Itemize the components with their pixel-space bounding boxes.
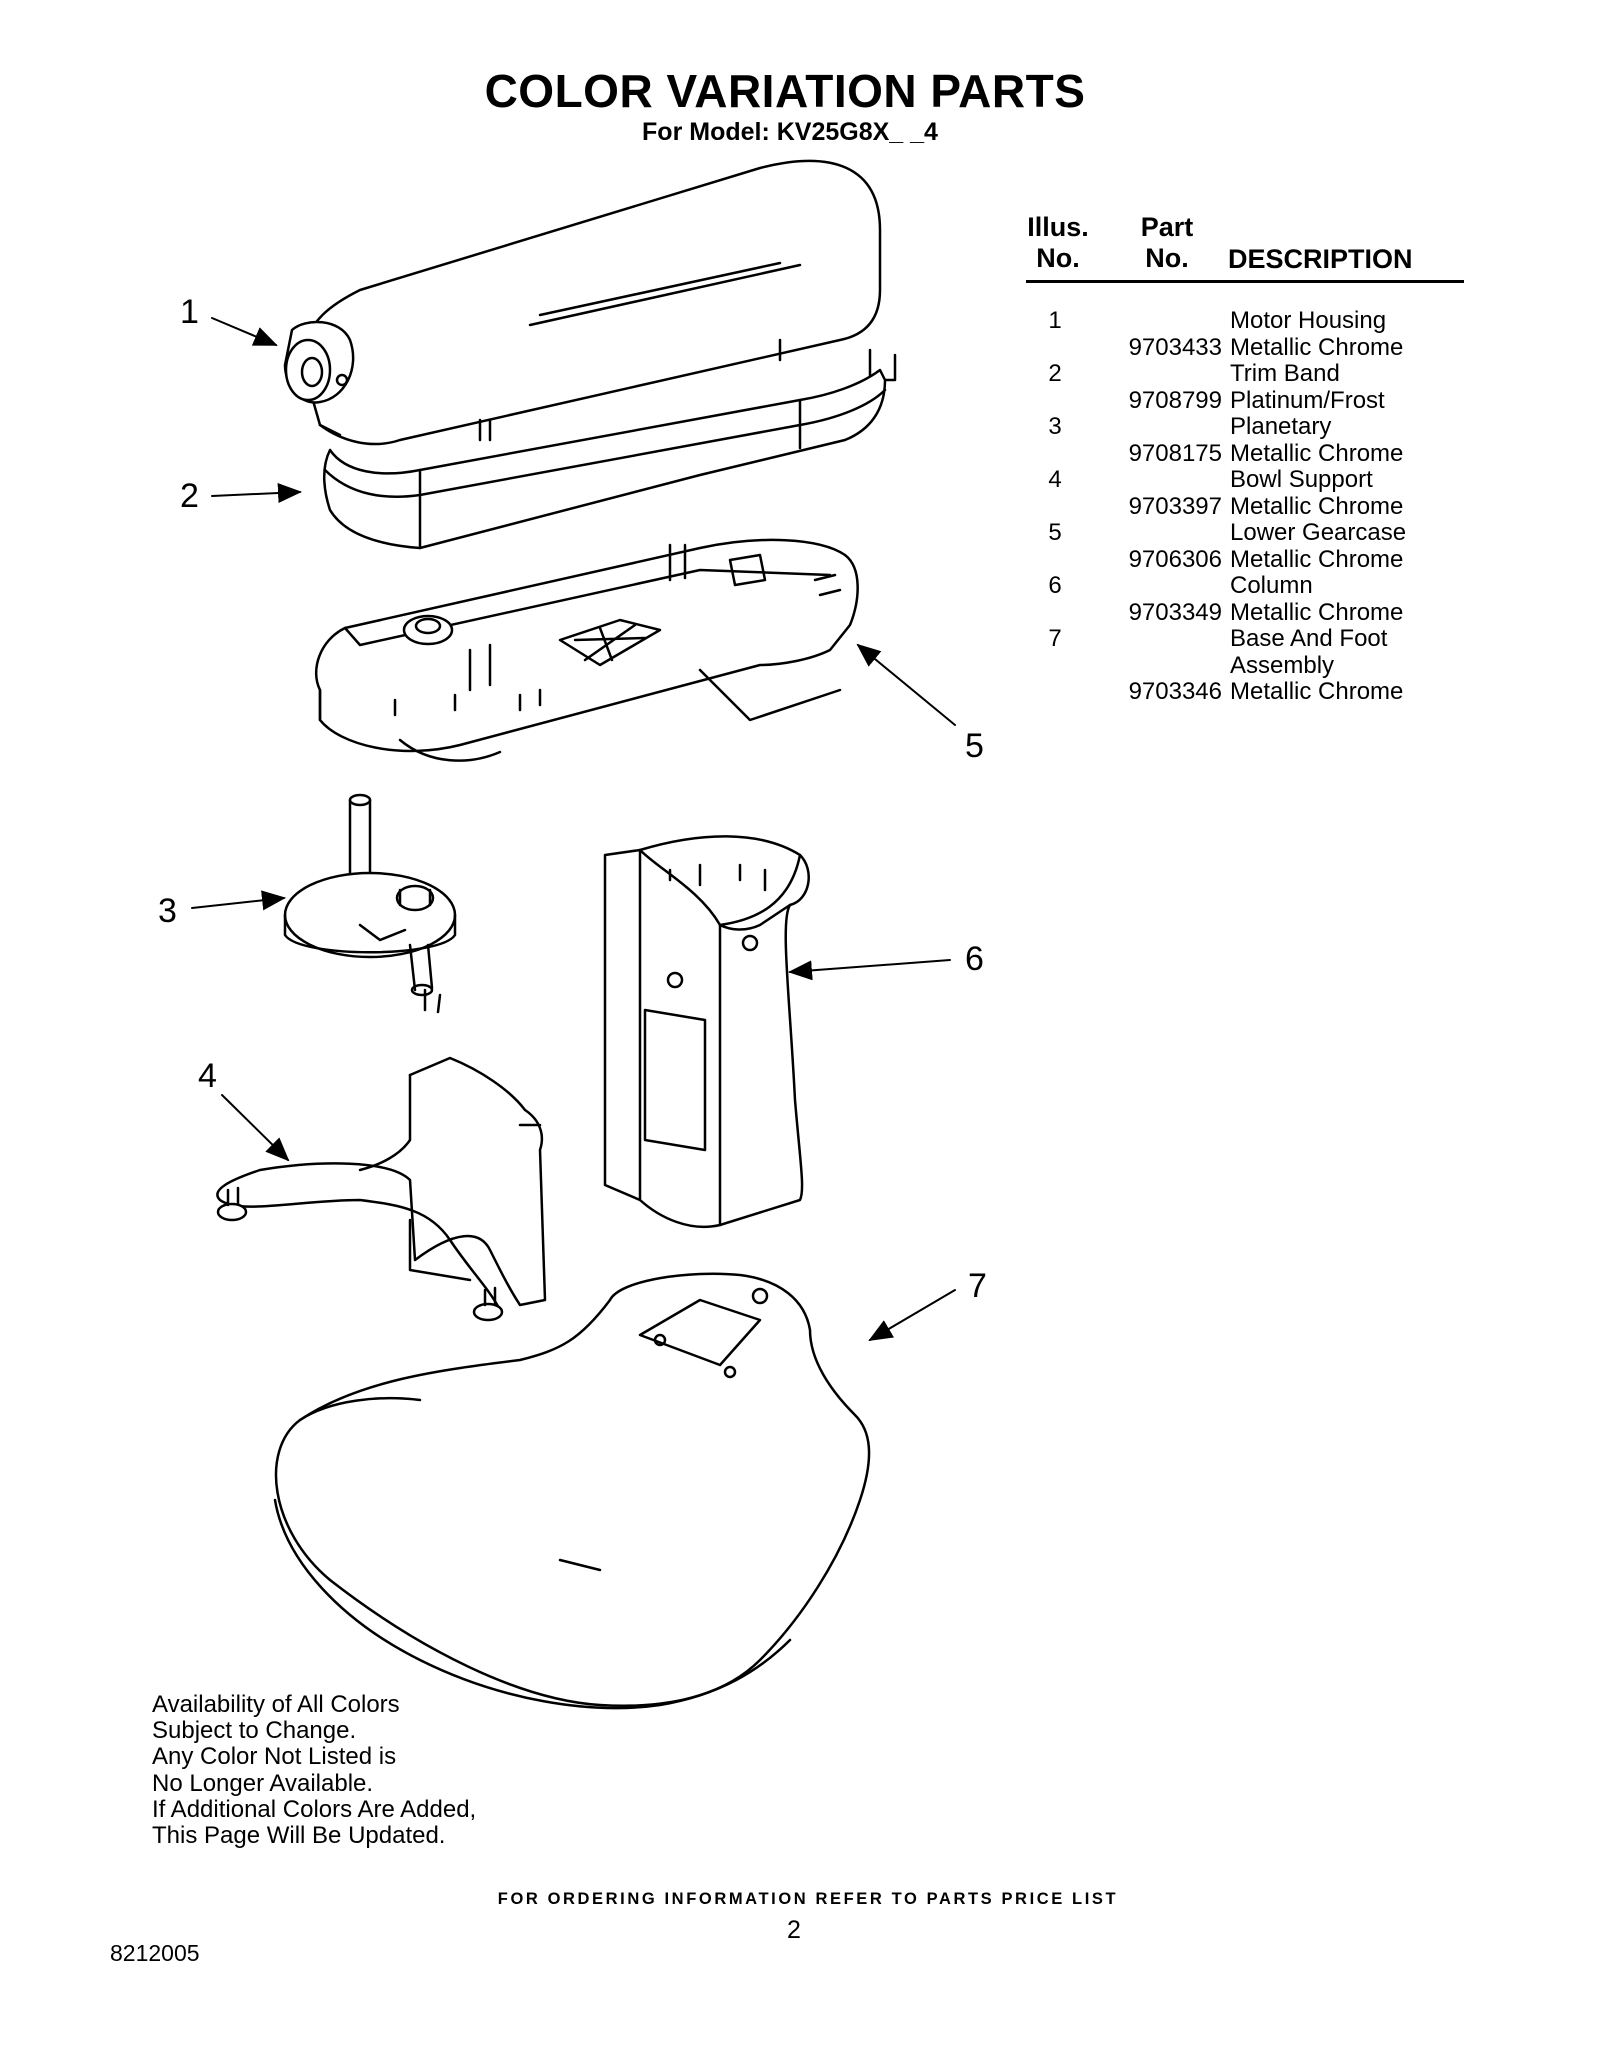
note-line: No Longer Available. (152, 1769, 374, 1797)
table-row: 9703397 Metallic Chrome (1010, 492, 1480, 521)
document-number: 8212005 (110, 1940, 200, 1966)
note-line: If Additional Colors Are Added, (152, 1795, 477, 1823)
description-cell: Trim Band (1230, 360, 1340, 387)
note-line: Subject to Change. (152, 1717, 357, 1745)
callout-1: 1 (180, 293, 199, 331)
part-no-header: Part No. (1140, 212, 1194, 273)
description-cell: Metallic Chrome (1230, 492, 1404, 520)
part-no-cell: 9703397 (1128, 492, 1222, 520)
table-row: 2 Trim Band (1010, 360, 1480, 388)
description-cell: Metallic Chrome (1230, 678, 1404, 705)
description-cell: Metallic Chrome (1230, 598, 1404, 626)
illus-no-header: Illus. No. (1027, 212, 1089, 273)
part-no-cell: 9703346 (1128, 678, 1222, 705)
bowl-support-part (216, 1056, 547, 1322)
note-line: This Page Will Be Updated. (152, 1822, 446, 1850)
table-row: 5 Lower Gearcase (1010, 519, 1480, 547)
callout-4: 4 (198, 1057, 217, 1095)
description-cell: Planetary (1230, 413, 1332, 440)
part-no-cell: 9708799 (1128, 386, 1222, 414)
description-cell: Column (1230, 572, 1313, 599)
planetary-part (283, 793, 457, 1014)
illus-no-cell: 3 (1048, 413, 1062, 440)
illus-no-cell: 5 (1048, 519, 1062, 546)
note-line: Any Color Not Listed is (152, 1743, 397, 1771)
description-header: DESCRIPTION (1228, 244, 1413, 274)
description-cell: Metallic Chrome (1230, 333, 1404, 361)
table-row: 3 Planetary (1010, 413, 1480, 441)
part-no-cell: 9703433 (1128, 333, 1222, 361)
table-row: 7 Base And Foot (1010, 625, 1480, 653)
table-row: Assembly (1010, 651, 1480, 680)
description-cell: Metallic Chrome (1230, 545, 1404, 573)
table-row: 9708175 Metallic Chrome (1010, 439, 1480, 468)
table-row: 4 Bowl Support (1010, 466, 1480, 494)
description-cell: Assembly (1230, 651, 1335, 679)
table-row: 9708799 Platinum/Frost (1010, 386, 1480, 415)
callout-2: 2 (180, 477, 199, 515)
page-number: 2 (787, 1916, 801, 1944)
lower-gearcase-part (315, 538, 859, 762)
trim-band-part (323, 368, 887, 550)
page-title: COLOR VARIATION PARTS (484, 65, 1086, 117)
header-rule (1026, 280, 1464, 283)
note-line: Availability of All Colors (152, 1691, 400, 1718)
description-cell: Platinum/Frost (1230, 386, 1385, 414)
callout-5: 5 (965, 727, 984, 765)
ordering-info: FOR ORDERING INFORMATION REFER TO PARTS … (497, 1890, 1119, 1908)
part-no-cell: 9703349 (1128, 598, 1222, 626)
table-row: 9703349 Metallic Chrome (1010, 598, 1480, 627)
callout-arrows (191, 317, 956, 1342)
table-row: 9703433 Metallic Chrome (1010, 333, 1480, 362)
description-cell: Lower Gearcase (1230, 519, 1407, 546)
column-part (603, 835, 810, 1229)
model-subtitle: For Model: KV25G8X_ _4 (642, 118, 938, 146)
illus-no-cell: 1 (1048, 307, 1062, 334)
description-cell: Motor Housing (1230, 307, 1387, 334)
description-cell: Metallic Chrome (1230, 439, 1404, 467)
base-foot-part (273, 1272, 871, 1710)
table-row: 6 Column (1010, 572, 1480, 600)
table-row: 9706306 Metallic Chrome (1010, 545, 1480, 574)
table-row: 1 Motor Housing (1010, 307, 1480, 335)
table-row: 9703346 Metallic Chrome (1010, 678, 1480, 706)
callout-7: 7 (968, 1267, 987, 1305)
description-cell: Base And Foot (1230, 625, 1388, 652)
part-no-cell: 9706306 (1128, 545, 1222, 573)
description-cell: Bowl Support (1230, 466, 1373, 493)
illus-no-cell: 7 (1048, 625, 1062, 652)
illus-no-cell: 4 (1048, 466, 1062, 493)
callout-6: 6 (965, 940, 984, 978)
illus-no-cell: 6 (1048, 572, 1062, 599)
illus-no-cell: 2 (1048, 360, 1062, 387)
part-no-cell: 9708175 (1128, 439, 1222, 467)
callout-3: 3 (158, 892, 177, 930)
